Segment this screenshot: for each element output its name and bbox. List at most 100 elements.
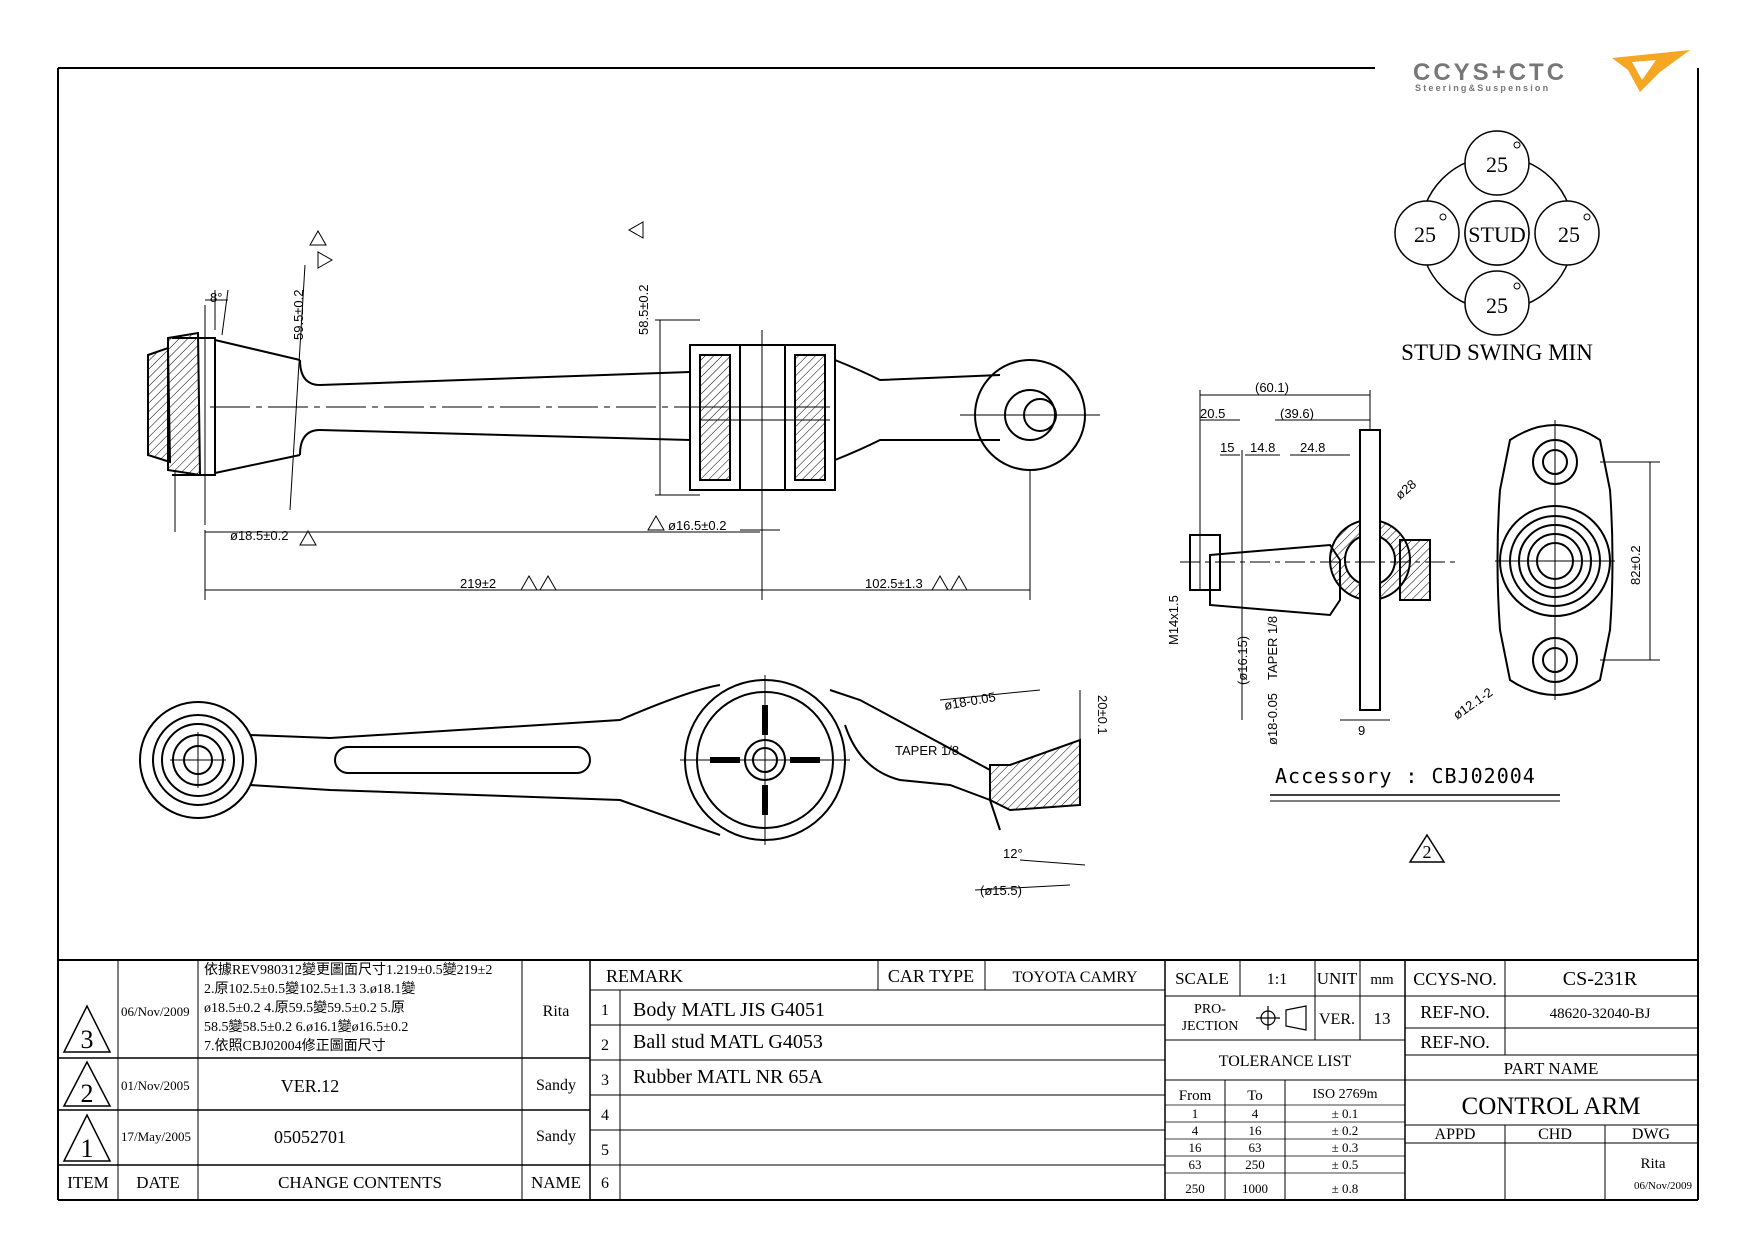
revision-content: VER.12 bbox=[281, 1076, 340, 1096]
dim-102-5: 102.5±1.3 bbox=[865, 576, 923, 591]
remark-row-text: Ball stud MATL G4053 bbox=[633, 1031, 823, 1053]
ref-no-value: 48620-32040-BJ bbox=[1550, 1006, 1651, 1022]
tolerance-header: ISO 2769m bbox=[1313, 1087, 1378, 1102]
ccys-no-value: CS-231R bbox=[1563, 968, 1638, 990]
part-name-value: CONTROL ARM bbox=[1462, 1093, 1641, 1120]
dim-20: 20±0.1 bbox=[1095, 695, 1110, 735]
remark-row-number: 4 bbox=[601, 1107, 609, 1124]
ccys-no-label: CCYS-NO. bbox=[1413, 969, 1497, 989]
swing-center: STUD bbox=[1468, 222, 1525, 247]
revision-date: 01/Nov/2005 bbox=[121, 1078, 190, 1093]
tolerance-cell: 63 bbox=[1249, 1140, 1262, 1155]
dim-24-8: 24.8 bbox=[1300, 440, 1325, 455]
dim-15: 15 bbox=[1220, 440, 1234, 455]
tolerance-header: From bbox=[1179, 1088, 1212, 1104]
remark-table: REMARK CAR TYPE TOYOTA CAMRY 1 Body MATL… bbox=[601, 966, 1138, 1192]
tolerance-header: To bbox=[1247, 1088, 1263, 1104]
tolerance-cell: ± 0.3 bbox=[1332, 1140, 1359, 1155]
tolerance-title: TOLERANCE LIST bbox=[1219, 1053, 1352, 1070]
unit-label: UNIT bbox=[1317, 969, 1358, 988]
revision-item: 3 bbox=[81, 1025, 94, 1054]
car-type-label: CAR TYPE bbox=[888, 966, 974, 986]
dim-dia-18-bottom: ø18-0.05 bbox=[943, 689, 997, 713]
revision-content-line: 58.5變58.5±0.2 6.ø16.1變ø16.5±0.2 bbox=[204, 1019, 408, 1035]
unit-value: mm bbox=[1370, 972, 1394, 988]
ref-no-label: REF-NO. bbox=[1420, 1002, 1490, 1022]
tolerance-cell: ± 0.5 bbox=[1332, 1157, 1359, 1172]
revision-content-line: 依據REV980312變更圖面尺寸1.219±0.5變219±2 bbox=[204, 962, 492, 978]
tolerance-cell: 4 bbox=[1252, 1106, 1259, 1121]
dim-58-5: 58.5±0.2 bbox=[636, 284, 651, 335]
dim-82: 82±0.2 bbox=[1628, 545, 1643, 585]
rev-header-item: ITEM bbox=[67, 1173, 109, 1192]
remark-row-number: 3 bbox=[601, 1072, 609, 1089]
revision-date: 17/May/2005 bbox=[121, 1129, 191, 1144]
dim-dia-18-5: ø18.5±0.2 bbox=[230, 528, 288, 543]
dim-dia-12-1: ø12.1-2 bbox=[1450, 684, 1495, 722]
dwg-date: 06/Nov/2009 bbox=[1634, 1180, 1693, 1192]
appd-label: APPD bbox=[1435, 1126, 1476, 1143]
dim-taper-vertical: TAPER 1/8 bbox=[1265, 616, 1280, 680]
accessory-label: Accessory : CBJ02004 bbox=[1275, 764, 1536, 788]
dim-angle-8: 8° bbox=[210, 290, 222, 305]
revision-item: 2 bbox=[81, 1079, 94, 1108]
dim-20-5: 20.5 bbox=[1200, 406, 1225, 421]
revision-name: Sandy bbox=[536, 1128, 576, 1145]
stud-swing-caption: STUD SWING MIN bbox=[1401, 340, 1593, 365]
tolerance-cell: 1000 bbox=[1242, 1181, 1268, 1196]
dim-39-6: (39.6) bbox=[1280, 406, 1314, 421]
revision-name: Sandy bbox=[536, 1077, 576, 1094]
dim-m14: M14x1.5 bbox=[1166, 595, 1181, 645]
tolerance-cell: 63 bbox=[1189, 1157, 1202, 1172]
projection-label: PRO- bbox=[1194, 1002, 1226, 1017]
ver-value: 13 bbox=[1374, 1009, 1391, 1028]
revision-item: 1 bbox=[81, 1134, 94, 1163]
remark-header: REMARK bbox=[606, 966, 683, 986]
dim-219: 219±2 bbox=[460, 576, 496, 591]
tolerance-cell: ± 0.8 bbox=[1332, 1181, 1359, 1196]
projection-label: JECTION bbox=[1182, 1019, 1239, 1034]
ref-no-label-2: REF-NO. bbox=[1420, 1032, 1490, 1052]
rev-header-name: NAME bbox=[531, 1173, 581, 1192]
swing-right: 25 bbox=[1558, 222, 1580, 247]
scale-label: SCALE bbox=[1175, 969, 1229, 988]
revision-mark-2-large: 2 bbox=[1408, 833, 1446, 863]
remark-row-text: Rubber MATL NR 65A bbox=[633, 1066, 823, 1088]
car-type-value: TOYOTA CAMRY bbox=[1012, 969, 1138, 986]
remark-row-number: 2 bbox=[601, 1037, 609, 1054]
logo-tagline: Steering&Suspension bbox=[1415, 83, 1550, 93]
tolerance-cell: 250 bbox=[1245, 1157, 1265, 1172]
dim-taper-bottom: TAPER 1/8 bbox=[895, 743, 959, 758]
rev-header-date: DATE bbox=[136, 1173, 179, 1192]
tolerance-cell: 250 bbox=[1185, 1181, 1205, 1196]
revision-triangles-top bbox=[299, 221, 968, 591]
dim-dia-16-5: ø16.5±0.2 bbox=[668, 518, 726, 533]
ball-joint-side-view bbox=[1180, 429, 1460, 711]
part-name-label: PART NAME bbox=[1504, 1059, 1599, 1078]
remark-row-number: 6 bbox=[601, 1175, 609, 1192]
revision-name: Rita bbox=[543, 1003, 570, 1020]
tolerance-cell: 1 bbox=[1192, 1106, 1199, 1121]
spec-block: SCALE 1:1 UNIT mm PRO- JECTION VER. 13 T… bbox=[1175, 969, 1394, 1196]
dim-9: 9 bbox=[1358, 723, 1365, 738]
svg-text:2: 2 bbox=[1423, 842, 1432, 862]
top-view-dimensions bbox=[174, 264, 1031, 600]
ball-joint-dimensions bbox=[1199, 390, 1390, 721]
swing-left: 25 bbox=[1414, 222, 1436, 247]
title-block: CCYS-NO. CS-231R REF-NO. 48620-32040-BJ … bbox=[1413, 968, 1692, 1192]
tolerance-cell: 16 bbox=[1189, 1140, 1203, 1155]
dim-14-8: 14.8 bbox=[1250, 440, 1275, 455]
dim-dia-16-15: (ø16.15) bbox=[1235, 636, 1250, 685]
dim-dia-28: ø28 bbox=[1392, 476, 1419, 502]
scale-value: 1:1 bbox=[1267, 971, 1287, 988]
dim-60-1: (60.1) bbox=[1255, 380, 1289, 395]
company-logo: CCYS+CTC Steering&Suspension bbox=[1413, 50, 1690, 93]
logo-brand: CCYS+CTC bbox=[1413, 59, 1567, 86]
remark-row-number: 5 bbox=[601, 1142, 609, 1159]
swing-top: 25 bbox=[1486, 152, 1508, 177]
revision-row: 2 01/Nov/2005 VER.12 Sandy bbox=[62, 1060, 576, 1108]
revision-row: 1 17/May/2005 05052701 Sandy bbox=[62, 1113, 576, 1163]
rev-header-content: CHANGE CONTENTS bbox=[278, 1173, 442, 1192]
dwg-name: Rita bbox=[1641, 1156, 1666, 1172]
dim-dia-15-5: (ø15.5) bbox=[980, 883, 1022, 898]
